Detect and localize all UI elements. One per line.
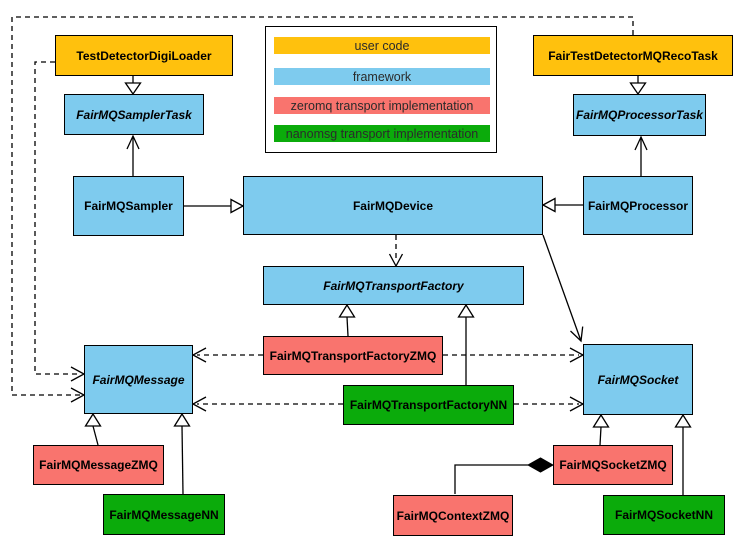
hollow-triangle-icon: [124, 82, 142, 96]
node-label: TestDetectorDigiLoader: [76, 48, 212, 63]
edge-fairmqtransportfactorynn-fairmqmessage: [191, 396, 343, 412]
hollow-triangle-icon: [457, 303, 475, 318]
legend: user code framework zeromq transport imp…: [265, 26, 497, 153]
legend-item-zeromq: zeromq transport implementation: [274, 97, 490, 114]
node-label: FairMQSampler: [84, 199, 173, 213]
hollow-triangle-icon: [338, 303, 356, 318]
edge-fairmqdevice-fairmqtransportfactory: [388, 235, 404, 268]
open-arrow-icon: [570, 326, 584, 343]
open-arrow-icon: [191, 347, 207, 363]
hollow-triangle-icon: [230, 198, 245, 214]
node-label: FairMQMessageNN: [109, 507, 219, 522]
node-label: FairMQSamplerTask: [76, 107, 192, 122]
hollow-triangle-icon: [84, 412, 102, 427]
node-label: FairMQProcessorTask: [576, 108, 703, 122]
node-label: FairMQTransportFactoryZMQ: [269, 348, 437, 363]
open-arrow-icon: [191, 396, 207, 412]
node-fairmqsamplertask: FairMQSamplerTask: [64, 94, 204, 135]
node-fairmqmessage: FairMQMessage: [84, 345, 193, 414]
node-label: FairMQSocket: [597, 372, 679, 387]
legend-label: zeromq transport implementation: [290, 98, 474, 113]
node-fairmqtransportfactoryzmq: FairMQTransportFactoryZMQ: [263, 336, 443, 375]
node-label: FairMQMessageZMQ: [39, 458, 158, 472]
node-label: FairMQTransportFactoryNN: [349, 398, 508, 412]
legend-label: user code: [354, 38, 410, 53]
node-fairmqcontextzmq: FairMQContextZMQ: [393, 495, 513, 536]
edge-fairmqsocketnn-fairmqsocket: [674, 413, 692, 495]
filled-diamond-icon: [526, 457, 555, 473]
node-label: FairMQContextZMQ: [396, 508, 510, 523]
legend-label: framework: [352, 69, 412, 84]
edge-fairmqtransportfactoryzmq-fairmqsocket: [443, 347, 585, 363]
edge-fairmqsocketzmq-fairmqsocket: [592, 413, 610, 446]
node-fairmqsocketnn: FairMQSocketNN: [603, 495, 725, 535]
node-fairmqdevice: FairMQDevice: [243, 176, 543, 235]
legend-item-framework: framework: [274, 68, 490, 85]
legend-item-user-code: user code: [274, 37, 490, 54]
node-label: FairMQDevice: [352, 198, 434, 213]
node-fairmqsocket: FairMQSocket: [583, 344, 693, 415]
hollow-triangle-icon: [541, 197, 556, 213]
node-fairmqmessagezmq: FairMQMessageZMQ: [33, 445, 164, 485]
edge-fairmqmessagezmq-fairmqmessage: [84, 412, 102, 446]
legend-item-nanomsg: nanomsg transport implementation: [274, 125, 490, 142]
node-fairmqprocessortask: FairMQProcessorTask: [573, 94, 706, 136]
node-fairmqsampler: FairMQSampler: [73, 176, 184, 236]
node-fairmqsocketzmq: FairMQSocketZMQ: [553, 445, 673, 485]
node-label: FairMQTransportFactory: [323, 278, 464, 293]
edge-fairmqprocessor-fairmqdevice: [541, 197, 583, 213]
open-arrow-icon: [126, 134, 140, 150]
open-arrow-icon: [634, 135, 648, 151]
edge-fairmqtransportfactorynn-fairmqsocket: [514, 396, 585, 412]
edge-testdetectordigiloader-fairmqsamplertask: [124, 76, 142, 96]
legend-label: nanomsg transport implementation: [285, 126, 479, 141]
edge-fairmqdevice-fairmqsocket: [542, 234, 584, 343]
node-label: FairMQMessage: [92, 372, 185, 387]
hollow-triangle-icon: [592, 413, 610, 428]
node-label: FairMQSocketZMQ: [559, 458, 667, 472]
node-label: FairMQSocketNN: [614, 508, 714, 522]
edge-fairmqprocessor-fairmqprocessortask: [634, 135, 648, 176]
node-label: FairMQProcessor: [587, 198, 689, 213]
edge-fairmqtransportfactoryzmq-fairmqtransportfactory: [338, 303, 356, 337]
edge-fairmqcontextzmq-fairmqsocketzmq: [454, 457, 555, 494]
node-fairmqtransportfactory: FairMQTransportFactory: [263, 266, 524, 305]
node-fairmqtransportfactorynn: FairMQTransportFactoryNN: [343, 385, 514, 425]
edge-fairmqmessagenn-fairmqmessage: [173, 412, 191, 495]
edge-fairmqsampler-fairmqsamplertask: [126, 134, 140, 176]
edge-fairtestdetectormqrecotask-fairmqprocessortask: [629, 76, 647, 96]
node-testdetectordigiloader: TestDetectorDigiLoader: [55, 35, 233, 76]
node-fairmqprocessor: FairMQProcessor: [583, 176, 693, 235]
edge-fairmqsampler-fairmqdevice: [184, 198, 245, 214]
node-fairtestdetectormqrecotask: FairTestDetectorMQRecoTask: [533, 35, 733, 76]
edge-fairmqtransportfactorynn-fairmqtransportfactory: [457, 303, 475, 385]
hollow-triangle-icon: [173, 412, 191, 427]
node-fairmqmessagenn: FairMQMessageNN: [103, 494, 225, 535]
node-label: FairTestDetectorMQRecoTask: [548, 48, 718, 63]
hollow-triangle-icon: [674, 413, 692, 428]
hollow-triangle-icon: [629, 82, 647, 96]
edge-fairmqtransportfactoryzmq-fairmqmessage: [191, 347, 263, 363]
